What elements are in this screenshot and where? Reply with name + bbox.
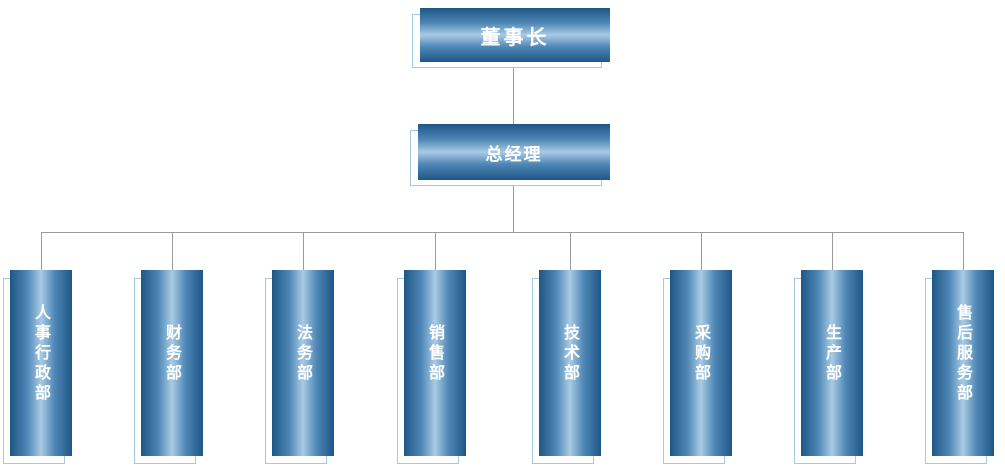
org-node-general-manager: 总经理	[418, 124, 610, 180]
connector-drop-hr-admin	[41, 233, 42, 271]
node-label: 法务部	[294, 324, 313, 384]
connector-bus	[41, 232, 964, 233]
node-label: 销售部	[426, 324, 445, 384]
org-node-dept-finance: 财务部	[141, 270, 203, 456]
connector-drop-purchasing	[701, 233, 702, 271]
org-node-chairman: 董事长	[420, 8, 610, 62]
node-label: 技术部	[561, 324, 580, 384]
node-label: 总经理	[485, 144, 543, 165]
connector-drop-after-sales	[963, 233, 964, 271]
org-node-dept-technology: 技术部	[539, 270, 601, 456]
node-label: 人事行政部	[32, 304, 51, 404]
org-node-dept-production: 生产部	[801, 270, 863, 456]
org-node-dept-hr-admin: 人事行政部	[10, 270, 72, 456]
node-label: 财务部	[163, 324, 182, 384]
node-label: 售后服务部	[954, 304, 973, 404]
org-node-dept-legal: 法务部	[272, 270, 334, 456]
node-label: 董事长	[480, 24, 550, 49]
connector-drop-production	[832, 233, 833, 271]
node-label: 生产部	[823, 324, 842, 384]
connector-root-to-manager	[513, 62, 514, 124]
connector-manager-to-bus	[513, 180, 514, 233]
connector-drop-legal	[303, 233, 304, 271]
org-node-dept-after-sales: 售后服务部	[932, 270, 994, 456]
connector-drop-sales	[435, 233, 436, 271]
connector-drop-technology	[570, 233, 571, 271]
org-node-dept-sales: 销售部	[404, 270, 466, 456]
node-label: 采购部	[692, 324, 711, 384]
org-node-dept-purchasing: 采购部	[670, 270, 732, 456]
connector-drop-finance	[172, 233, 173, 271]
